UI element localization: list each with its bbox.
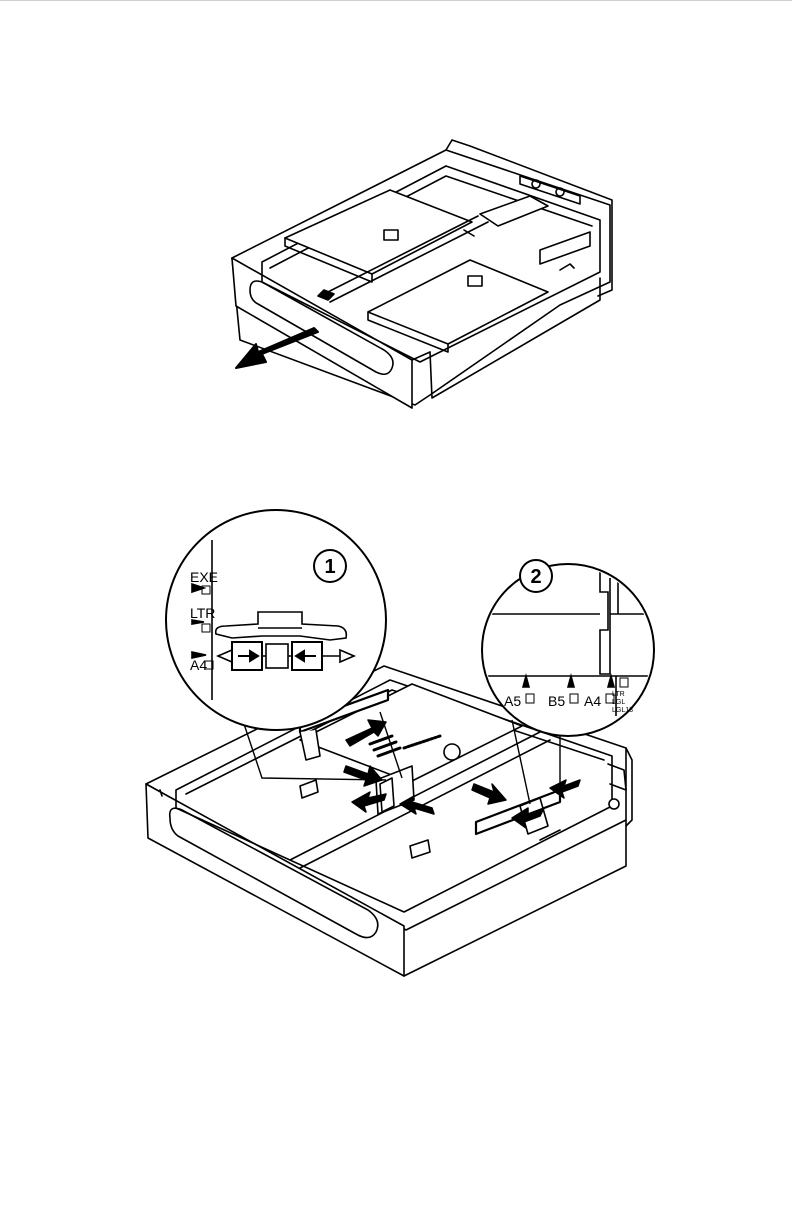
- callout-1: EXE LTR A4 1: [166, 510, 386, 730]
- callout2-label-a5: A5: [504, 693, 521, 709]
- callout2-label-a4: A4: [584, 693, 601, 709]
- callout1-number: 1: [324, 556, 335, 578]
- callout-2: A5 B5 A4 LTR LGL LGL13 2: [480, 560, 660, 736]
- callout2-label-lgl13: LGL13: [612, 707, 633, 714]
- callout1-label-ltr: LTR: [190, 605, 215, 621]
- callout2-label-b5: B5: [548, 693, 565, 709]
- callout2-number: 2: [530, 566, 541, 588]
- callout2-label-ltr: LTR: [612, 691, 625, 698]
- callout2-label-lgl: LGL: [612, 699, 625, 706]
- callout1-label-exe: EXE: [190, 569, 218, 585]
